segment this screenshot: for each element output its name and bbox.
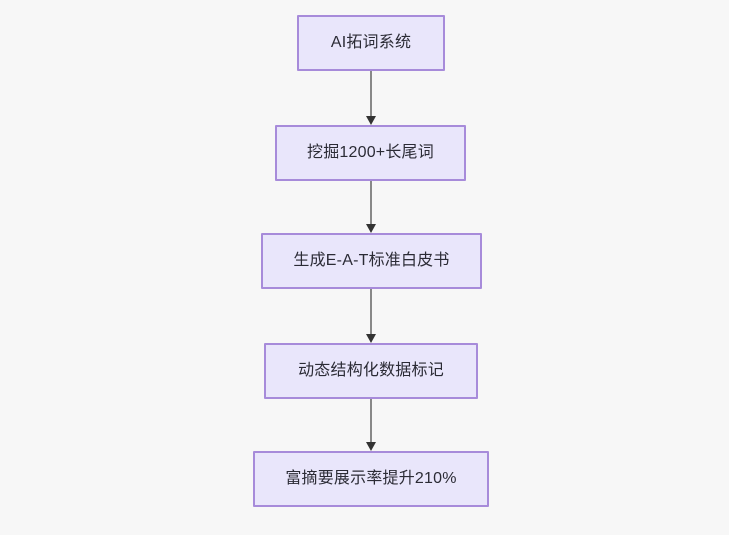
flowchart-node-label: AI拓词系统	[330, 34, 412, 51]
flowchart-edge-n4-n5	[366, 399, 376, 451]
flowchart-node-rich-snippet-uplift[interactable]: 富摘要展示率提升210%	[253, 451, 489, 507]
flowchart-node-generate-eat-whitepaper[interactable]: 生成E-A-T标准白皮书	[261, 233, 482, 289]
flowchart-edge-n3-n4	[366, 289, 376, 343]
arrowhead-down-icon	[366, 442, 376, 451]
flowchart-edge-n1-n2	[366, 71, 376, 125]
flowchart-node-label: 动态结构化数据标记	[298, 362, 444, 379]
flowchart-node-mine-longtail-keywords[interactable]: 挖掘1200+长尾词	[275, 125, 466, 181]
flowchart-node-label: 挖掘1200+长尾词	[307, 144, 434, 161]
flowchart-node-dynamic-structured-data[interactable]: 动态结构化数据标记	[264, 343, 478, 399]
edge-line	[370, 399, 372, 443]
edge-line	[370, 289, 372, 335]
arrowhead-down-icon	[366, 224, 376, 233]
flowchart-edge-n2-n3	[366, 181, 376, 233]
arrowhead-down-icon	[366, 334, 376, 343]
flowchart-node-ai-keyword-system[interactable]: AI拓词系统	[297, 15, 445, 71]
flowchart-node-label: 生成E-A-T标准白皮书	[293, 252, 450, 269]
edge-line	[370, 71, 372, 117]
edge-line	[370, 181, 372, 225]
arrowhead-down-icon	[366, 116, 376, 125]
flowchart-node-label: 富摘要展示率提升210%	[285, 470, 457, 487]
